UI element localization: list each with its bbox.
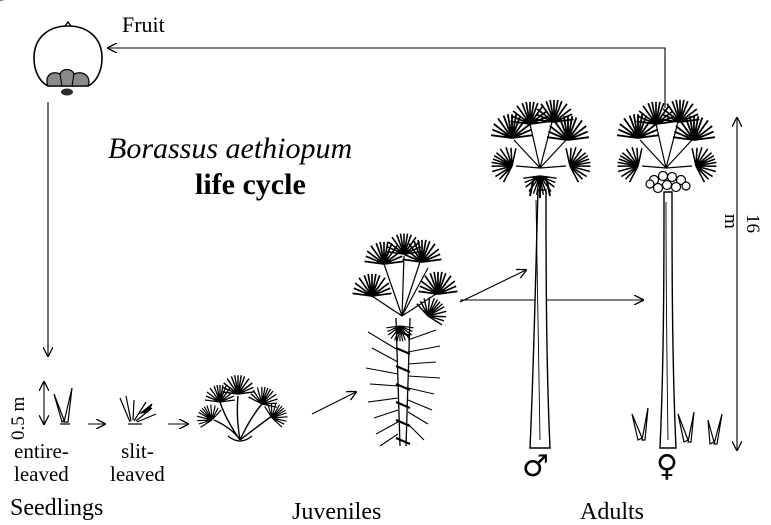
juvenile-palm-icon — [353, 234, 458, 446]
ground-seedlings-icon — [632, 408, 722, 444]
female-symbol: ♀ — [656, 452, 678, 482]
adult-scale-label: 16 m — [719, 214, 763, 233]
species-title: Borassus aethiopum — [108, 134, 352, 164]
adult-to-fruit-arrow — [108, 48, 665, 108]
juvenile-to-male-arrow — [460, 270, 526, 302]
entire-leaved-label: entire- leaved — [14, 440, 69, 485]
fruit-cluster-icon — [646, 172, 690, 193]
life-cycle-title: life cycle — [195, 170, 306, 200]
entire-leaved-seedling-icon — [54, 388, 72, 424]
slit-leaved-label: slit- leaved — [110, 440, 165, 485]
fruit-label: Fruit — [122, 14, 165, 36]
adults-stage-label: Adults — [580, 500, 644, 524]
seedling-scale-label: 0.5 m — [8, 397, 30, 440]
seedlings-stage-label: Seedlings — [10, 496, 103, 520]
male-symbol: ♂ — [522, 452, 549, 482]
male-adult-palm-icon — [487, 100, 596, 448]
seedling-to-juvenile-arrow — [312, 392, 356, 414]
slit-leaved-seedling-icon — [120, 396, 156, 424]
juveniles-stage-label: Juveniles — [292, 500, 381, 524]
fruit-icon — [34, 22, 102, 96]
female-adult-palm-icon — [613, 100, 722, 448]
